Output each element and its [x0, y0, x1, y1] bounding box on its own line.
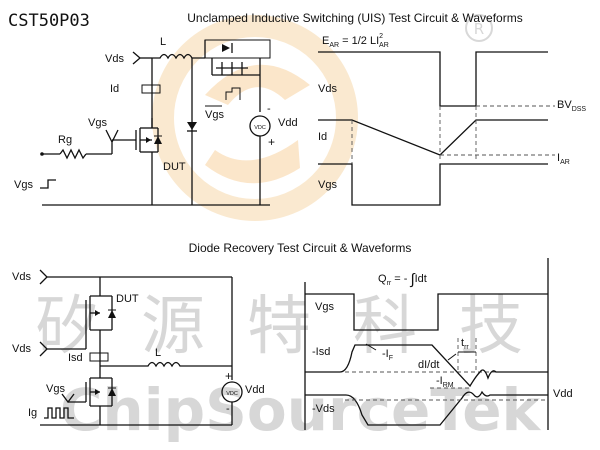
uis-bvdss-label: BVDSS — [557, 99, 586, 113]
diode-l-label: L — [155, 347, 161, 359]
uis-vgs-label: Vgs — [88, 117, 107, 129]
diode-vgs-wave-label: Vgs — [315, 301, 334, 313]
diode-ig-label: Ig — [28, 407, 37, 419]
diode-vds-trace — [305, 390, 548, 426]
uis-vgs-trace — [318, 163, 548, 206]
diode-vds-bottom-label: Vds — [12, 343, 31, 355]
uis-vgs-bar-label: Vgs — [205, 109, 224, 121]
diode-vdd-wave-label: Vdd — [553, 388, 573, 400]
uis-l-label: L — [160, 36, 166, 48]
uis-circuit: Vds L Id DUT Vgs — [14, 36, 298, 206]
diode-qrr-equation: Qrr = - ∫Idt — [378, 271, 427, 288]
diode-circuit: Vds DUT Vds Isd L — [12, 269, 265, 426]
diode-trr-label: trr — [461, 337, 469, 351]
diode-vgs-label: Vgs — [46, 383, 65, 395]
uis-section-title: Unclamped Inductive Switching (UIS) Test… — [187, 11, 522, 25]
uis-vdd-label: Vdd — [278, 117, 298, 129]
watermark-chinese: 矽源特科技 — [35, 290, 565, 364]
diode-didt-label: dI/dt — [418, 359, 439, 371]
uis-vds-wave-label: Vds — [318, 83, 337, 95]
diode-if-label: -IF — [382, 348, 393, 362]
diode-dut-label: DUT — [116, 293, 139, 305]
uis-rg-label: Rg — [58, 134, 72, 146]
uis-vgs-source-label: Vgs — [14, 179, 33, 191]
diode-plus-label: + — [225, 369, 232, 383]
diode-isd-label: Isd — [68, 352, 83, 364]
svg-text:VDC: VDC — [254, 125, 266, 131]
diode-vds-wave-label: -Vds — [312, 403, 335, 415]
diode-isd-wave-label: -Isd — [312, 346, 330, 358]
diode-isd-trace — [305, 344, 548, 388]
svg-text:R: R — [474, 20, 484, 38]
diode-vdd-label: Vdd — [245, 384, 265, 396]
uis-vgs-wave-label: Vgs — [318, 179, 337, 191]
uis-dut-label: DUT — [163, 161, 186, 173]
uis-minus-label: - — [267, 103, 271, 115]
uis-id-label: Id — [110, 83, 119, 95]
diode-waveforms: Qrr = - ∫Idt Vgs -Isd -IF dI/dt trr -IRM… — [304, 258, 573, 430]
uis-plus-label: + — [268, 135, 275, 149]
svg-text:VDC: VDC — [226, 391, 238, 397]
watermark-english: ChipSourceTek — [60, 376, 542, 444]
uis-id-wave-label: Id — [318, 131, 327, 143]
diode-irm-label: -IRM — [436, 375, 454, 389]
part-number: CST50P03 — [8, 11, 90, 31]
uis-vds-label: Vds — [105, 53, 124, 65]
uis-dut-mosfet — [135, 118, 162, 205]
diode-minus-label: - — [226, 403, 230, 415]
diode-dut-upper — [85, 295, 116, 331]
uis-iar-label: IAR — [557, 152, 570, 166]
diode-lower-mosfet — [85, 366, 116, 407]
uis-vds-trace — [318, 51, 548, 107]
watermark-registered: R — [465, 14, 493, 42]
diode-section-title: Diode Recovery Test Circuit & Waveforms — [189, 241, 412, 255]
diode-vds-top-label: Vds — [12, 271, 31, 283]
diode-vgs-trace — [305, 293, 548, 331]
